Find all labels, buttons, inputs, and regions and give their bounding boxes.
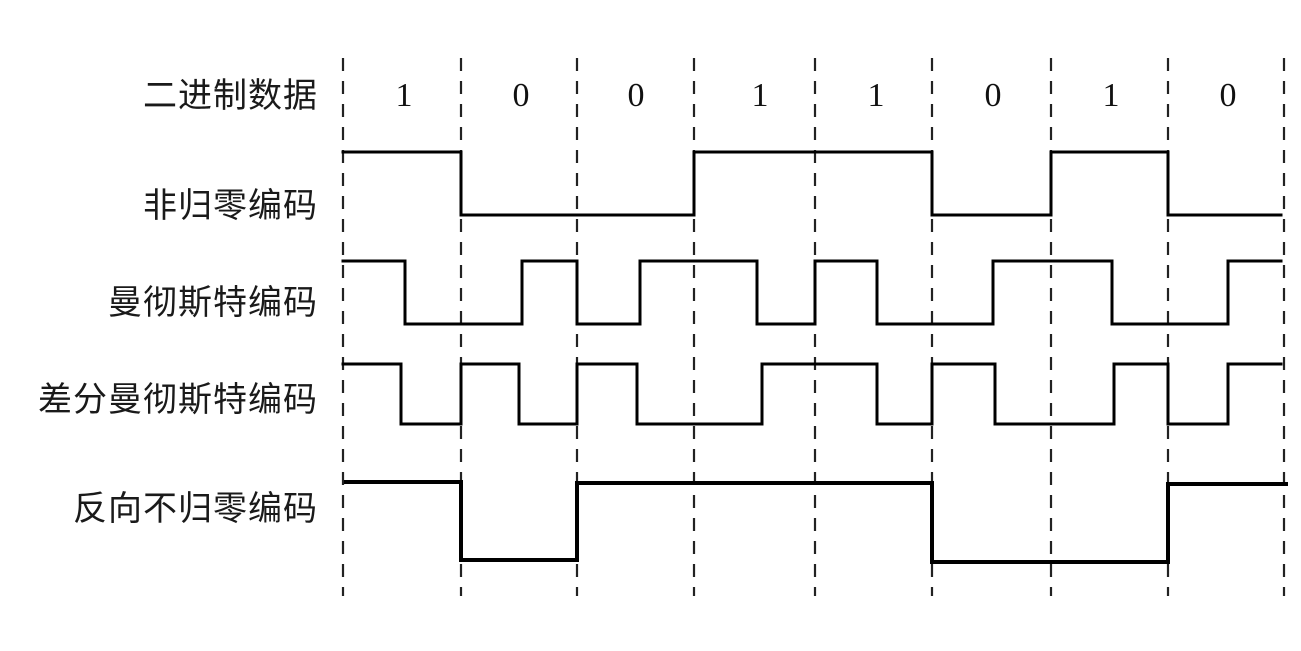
row-label-nrz: 非归零编码	[143, 186, 318, 226]
row-label-differential-manchester: 差分曼彻斯特编码	[38, 380, 318, 420]
row-label-binary-data: 二进制数据	[143, 76, 318, 116]
differential-manchester-waveform	[341, 362, 1283, 426]
manchester-waveform	[341, 259, 1283, 326]
bit-value-1: 1	[395, 77, 413, 114]
bit-value-2: 0	[512, 77, 530, 114]
inverted-nrz-waveform	[344, 480, 1288, 564]
bit-value-5: 1	[867, 77, 885, 114]
nrz-waveform	[341, 150, 1283, 217]
bit-boundary-dashed-lines	[341, 58, 1286, 596]
bit-value-7: 1	[1102, 77, 1120, 114]
bit-value-3: 0	[627, 77, 645, 114]
row-label-manchester: 曼彻斯特编码	[108, 283, 318, 323]
bit-value-8: 0	[1219, 77, 1237, 114]
bit-value-4: 1	[751, 77, 769, 114]
bit-value-6: 0	[984, 77, 1002, 114]
row-label-inverted-nrz: 反向不归零编码	[73, 489, 318, 529]
